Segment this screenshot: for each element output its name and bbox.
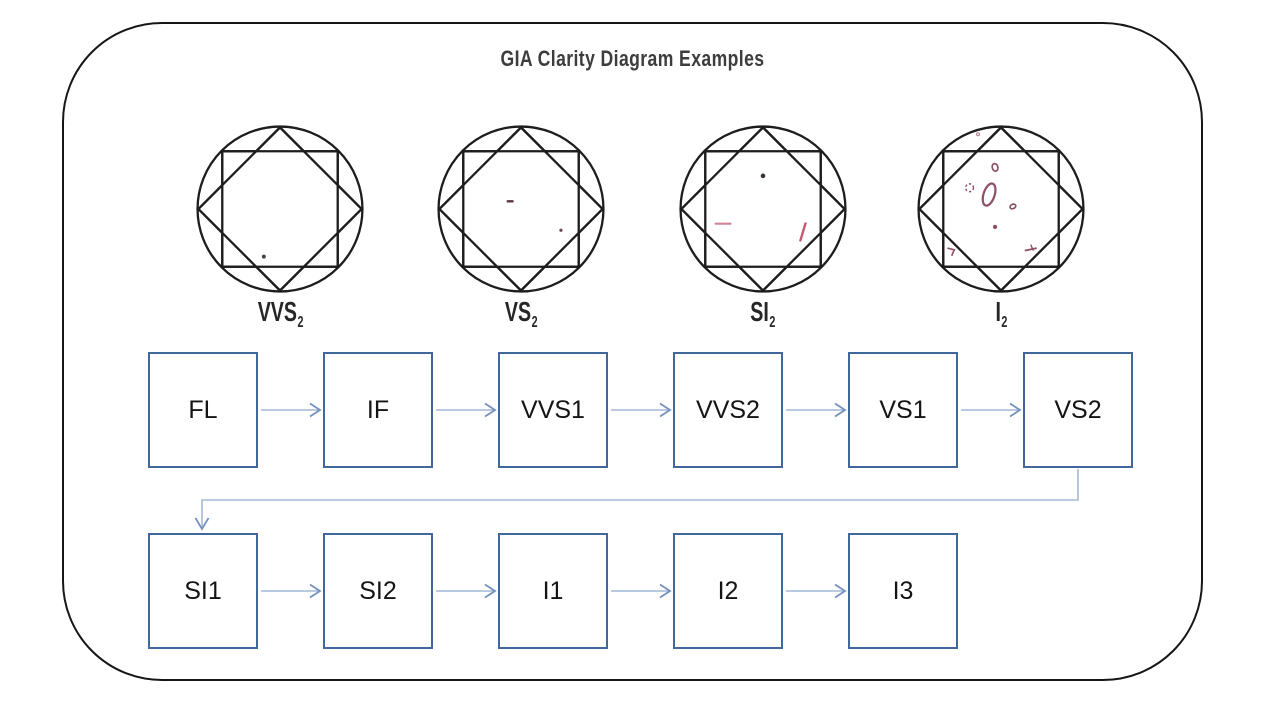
grade-box-si2: SI2 <box>323 533 433 649</box>
gem-label-vvs2: VVS2 <box>257 296 304 332</box>
diamond-diagram-vvs2: VVS2 <box>190 124 370 332</box>
grade-box-fl: FL <box>148 352 258 468</box>
diamond-diagram-i2: I2 <box>911 124 1091 332</box>
inclusion-marks <box>947 132 1037 257</box>
inclusion-marks <box>506 200 563 232</box>
grade-box-i1: I1 <box>498 533 608 649</box>
page-title: GIA Clarity Diagram Examples <box>500 46 765 71</box>
gem-label-vs2: VS2 <box>504 296 538 332</box>
gem-label-i2: I2 <box>995 296 1008 332</box>
diamond-diagram-si2: SI2 <box>673 124 853 332</box>
grade-box-vvs1: VVS1 <box>498 352 608 468</box>
inclusion-marks <box>714 173 807 242</box>
diamond-facets <box>917 125 1085 293</box>
diamond-plot-icon <box>917 125 1085 293</box>
diamond-facets <box>437 125 605 293</box>
diamond-facets <box>196 125 364 293</box>
diamond-diagram-vs2: VS2 <box>431 124 611 332</box>
diamond-plot-icon <box>679 125 847 293</box>
grade-box-vs1: VS1 <box>848 352 958 468</box>
inclusion-marks <box>261 254 266 259</box>
gem-label-si2: SI2 <box>750 296 776 332</box>
diamond-facets <box>679 125 847 293</box>
diamond-plot-icon <box>196 125 364 293</box>
diamond-plot-icon <box>437 125 605 293</box>
grade-box-if: IF <box>323 352 433 468</box>
grade-box-vvs2: VVS2 <box>673 352 783 468</box>
grade-box-vs2: VS2 <box>1023 352 1133 468</box>
grade-box-i3: I3 <box>848 533 958 649</box>
grade-box-i2: I2 <box>673 533 783 649</box>
grade-box-si1: SI1 <box>148 533 258 649</box>
